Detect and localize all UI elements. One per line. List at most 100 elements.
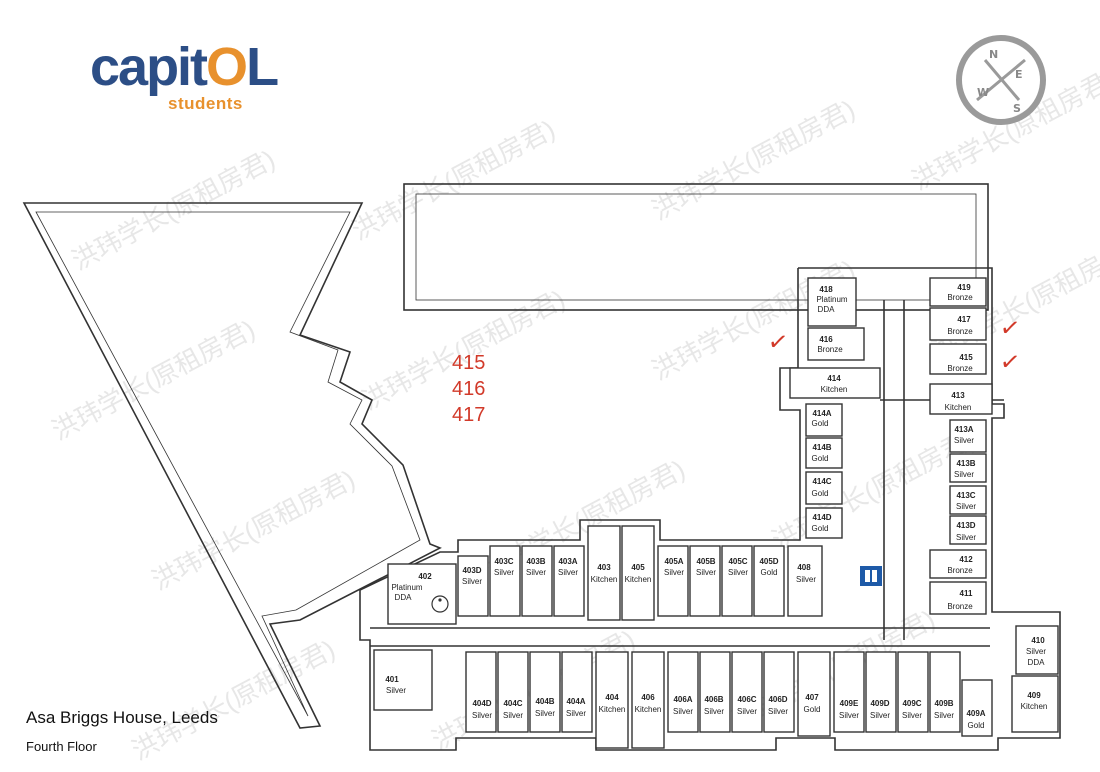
room-406A: 406A Silver bbox=[667, 651, 699, 733]
svg-text:Silver: Silver bbox=[956, 502, 976, 511]
svg-text:419: 419 bbox=[957, 283, 971, 292]
east-wing-outline bbox=[359, 267, 1061, 751]
svg-text:402: 402 bbox=[418, 572, 432, 581]
svg-text:Kitchen: Kitchen bbox=[625, 575, 652, 584]
svg-text:403D: 403D bbox=[462, 566, 481, 575]
checkmark-icon: ✓ bbox=[766, 327, 790, 358]
svg-text:Silver: Silver bbox=[673, 707, 693, 716]
svg-text:414D: 414D bbox=[812, 513, 831, 522]
svg-text:Silver: Silver bbox=[386, 686, 406, 695]
svg-text:Bronze: Bronze bbox=[817, 345, 843, 354]
svg-text:409B: 409B bbox=[934, 699, 953, 708]
svg-text:406D: 406D bbox=[768, 695, 787, 704]
svg-text:DDA: DDA bbox=[1028, 658, 1046, 667]
svg-text:404: 404 bbox=[605, 693, 619, 702]
note-room: 417 bbox=[452, 404, 486, 426]
room-414B: 414B Gold bbox=[805, 437, 843, 469]
svg-text:410: 410 bbox=[1031, 636, 1045, 645]
svg-text:413D: 413D bbox=[956, 521, 975, 530]
svg-text:Gold: Gold bbox=[804, 705, 821, 714]
svg-text:404C: 404C bbox=[503, 699, 522, 708]
svg-text:403C: 403C bbox=[494, 557, 513, 566]
svg-text:404A: 404A bbox=[566, 697, 585, 706]
svg-text:409E: 409E bbox=[840, 699, 859, 708]
svg-text:409A: 409A bbox=[966, 709, 985, 718]
svg-text:409: 409 bbox=[1027, 691, 1041, 700]
svg-text:406A: 406A bbox=[673, 695, 692, 704]
svg-text:412: 412 bbox=[959, 555, 973, 564]
svg-text:411: 411 bbox=[960, 589, 973, 598]
svg-text:414: 414 bbox=[827, 374, 841, 383]
svg-text:414B: 414B bbox=[812, 443, 831, 452]
svg-text:415: 415 bbox=[959, 353, 973, 362]
svg-text:413: 413 bbox=[951, 391, 965, 400]
svg-text:405A: 405A bbox=[664, 557, 683, 566]
svg-text:Silver: Silver bbox=[954, 436, 974, 445]
svg-text:Gold: Gold bbox=[812, 454, 829, 463]
svg-text:Platinum: Platinum bbox=[391, 583, 422, 592]
building-title: Asa Briggs House, Leeds bbox=[26, 708, 218, 727]
svg-text:409D: 409D bbox=[870, 699, 889, 708]
svg-text:405D: 405D bbox=[759, 557, 778, 566]
room-414D: 414D Gold bbox=[805, 507, 843, 539]
svg-text:Gold: Gold bbox=[968, 721, 985, 730]
svg-text:401: 401 bbox=[385, 675, 399, 684]
svg-text:Gold: Gold bbox=[812, 524, 829, 533]
compass-icon: N E S W bbox=[956, 35, 1046, 125]
note-room: 416 bbox=[452, 378, 486, 400]
svg-text:408: 408 bbox=[797, 563, 811, 572]
svg-text:Kitchen: Kitchen bbox=[591, 575, 618, 584]
svg-text:Kitchen: Kitchen bbox=[945, 403, 972, 412]
svg-text:Silver: Silver bbox=[696, 568, 716, 577]
svg-text:Silver: Silver bbox=[704, 707, 724, 716]
svg-text:403: 403 bbox=[597, 563, 611, 572]
north-roof-block bbox=[403, 183, 989, 311]
checkmark-icon: ✓ bbox=[998, 347, 1022, 378]
svg-text:405C: 405C bbox=[728, 557, 747, 566]
west-wing-outline bbox=[22, 202, 442, 729]
svg-text:Silver: Silver bbox=[768, 707, 788, 716]
svg-text:Silver: Silver bbox=[954, 470, 974, 479]
room-406D: 406D Silver bbox=[763, 651, 795, 733]
svg-text:Silver: Silver bbox=[870, 711, 890, 720]
svg-text:414A: 414A bbox=[812, 409, 831, 418]
compass-north-label: N bbox=[989, 48, 998, 61]
svg-text:417: 417 bbox=[957, 315, 971, 324]
room-403C: 403C Silver bbox=[489, 545, 521, 617]
lift-icon bbox=[860, 566, 882, 586]
room-409A: 409A Gold bbox=[961, 679, 993, 737]
compass-west-label: W bbox=[977, 86, 989, 99]
svg-text:403B: 403B bbox=[526, 557, 545, 566]
svg-text:Silver: Silver bbox=[956, 533, 976, 542]
svg-text:Gold: Gold bbox=[761, 568, 778, 577]
west-wing-inner bbox=[35, 211, 421, 717]
svg-text:Kitchen: Kitchen bbox=[599, 705, 626, 714]
svg-text:404D: 404D bbox=[472, 699, 491, 708]
svg-text:Bronze: Bronze bbox=[947, 293, 973, 302]
svg-text:DDA: DDA bbox=[818, 305, 836, 314]
svg-text:Silver: Silver bbox=[494, 568, 514, 577]
